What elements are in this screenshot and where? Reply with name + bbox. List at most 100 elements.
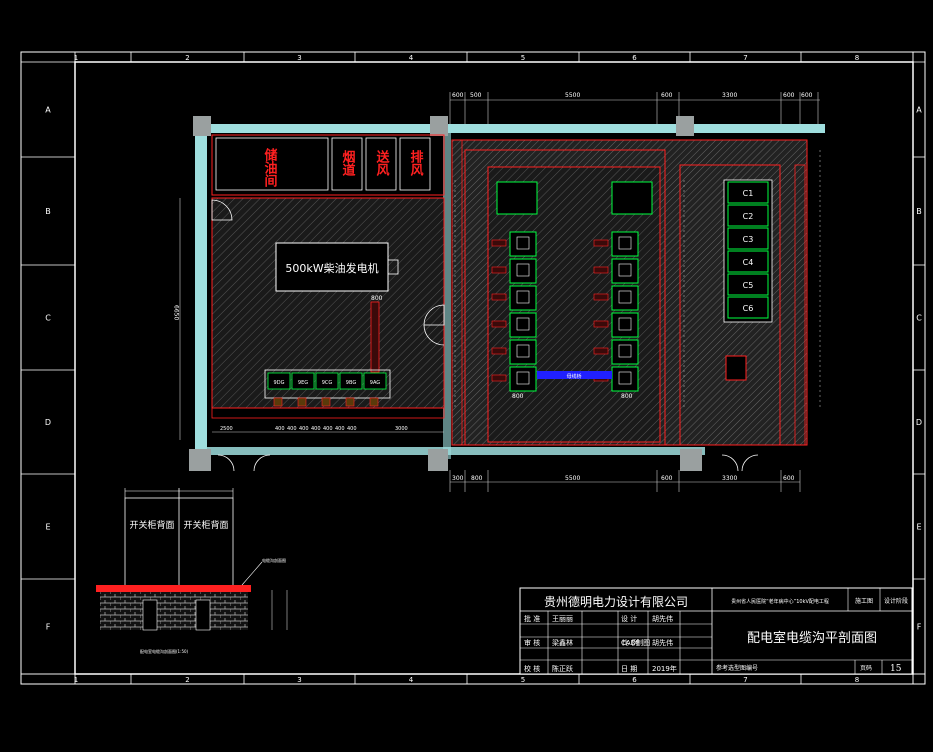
tb-row-value: 胡先伟 <box>652 614 673 623</box>
hv-cabinet <box>509 231 537 257</box>
column-label: 3 <box>297 54 301 62</box>
pillar <box>680 449 702 471</box>
sub-cabinet-label: 9AG <box>370 380 381 386</box>
dim-top-6: 600 <box>783 92 795 99</box>
air-exhaust <box>399 137 431 191</box>
pillar <box>189 449 211 471</box>
sub-cabinet-label: 9EG <box>298 380 308 386</box>
cabinet-cutout <box>516 317 530 331</box>
column-label: 3 <box>297 676 301 684</box>
company-name: 贵州德明电力设计有限公司 <box>544 594 688 609</box>
hv-cabinet <box>509 366 537 392</box>
column-label: 6 <box>632 54 637 62</box>
section-right-label: 开关柜背面 <box>183 519 228 531</box>
stage-right-label: 设计阶段 <box>884 597 908 605</box>
door-swing <box>423 324 445 346</box>
sub-cabinet-label: 9BG <box>346 380 357 386</box>
ref-label: 参考选型图编号 <box>716 664 758 672</box>
sub-cabinet <box>291 372 315 390</box>
capacitor-cabinet <box>727 273 769 296</box>
row-label: A <box>916 106 922 115</box>
hv-cabinet <box>509 339 537 365</box>
capacitor-label: C3 <box>743 235 754 244</box>
cabinet-cutout <box>516 236 530 250</box>
row-label: A <box>45 106 51 115</box>
row-label: F <box>46 623 51 632</box>
row-label: B <box>916 207 922 216</box>
air-intake <box>365 137 397 191</box>
sub-cabinet-label: 9DG <box>274 380 285 386</box>
dim-top-7: 600 <box>801 92 813 99</box>
column-label: 5 <box>521 676 525 684</box>
ratio-label: 比 例 <box>622 638 638 647</box>
section-caption: 配电室电缆沟剖面图(1:50) <box>140 648 189 654</box>
dim-bottom-4: 600 <box>661 475 673 482</box>
section-note: 电缆沟剖面图 <box>262 557 286 563</box>
dim-top-3: 5500 <box>565 92 580 99</box>
cable-pit <box>297 397 307 407</box>
dim-bottom-6: 600 <box>783 475 795 482</box>
cable-pit <box>369 397 379 407</box>
column-label: 1 <box>74 54 78 62</box>
page-label: 页码 <box>860 664 872 672</box>
row-label: F <box>917 623 922 632</box>
capacitor-cabinet <box>727 204 769 227</box>
building-walls <box>189 116 825 471</box>
door-swing <box>423 304 445 326</box>
cabinet-cutout <box>618 317 632 331</box>
cable-pit <box>491 347 507 355</box>
drawing-title: 配电室电缆沟平剖面图 <box>747 630 877 646</box>
column-label: 7 <box>743 676 747 684</box>
dim-generator-bottom: 400 <box>323 426 333 432</box>
tb-row-label: 批 准 <box>524 614 540 623</box>
top-dimension-chain <box>449 92 820 130</box>
tb-row-value: 2019年 <box>652 664 677 673</box>
hv-cabinets-left <box>491 231 537 392</box>
dim-generator-bottom: 2500 <box>220 426 233 432</box>
hv-cabinet <box>611 339 639 365</box>
page-number: 15 <box>890 664 902 674</box>
cable-pit <box>491 293 507 301</box>
generator-label: 500kW柴油发电机 <box>285 261 378 275</box>
cable-pit <box>593 320 609 328</box>
oil-room <box>215 137 329 191</box>
capacitor-cabinet <box>727 250 769 273</box>
hv-cabinet <box>611 366 639 392</box>
dim-cabinet-1: 800 <box>512 393 524 400</box>
sub-cabinet-label: 9CG <box>322 380 333 386</box>
dim-bottom-2: 800 <box>471 475 483 482</box>
tb-row-label: 审 核 <box>524 638 540 647</box>
cable-pit <box>593 347 609 355</box>
column-label: 7 <box>743 54 747 62</box>
capacitor-label: C4 <box>743 258 754 267</box>
dim-bottom-1: 300 <box>452 475 464 482</box>
tb-row-label: 日 期 <box>621 665 637 673</box>
hv-cabinet <box>611 312 639 338</box>
tb-row-label: 设 计 <box>621 614 637 623</box>
double-door <box>217 454 271 472</box>
pillar <box>428 449 448 471</box>
dim-bottom-3: 5500 <box>565 475 580 482</box>
dim-generator-bottom: 400 <box>287 426 297 432</box>
column-label: 2 <box>185 54 189 62</box>
dim-generator-bottom: 400 <box>275 426 285 432</box>
column-label: 4 <box>409 676 414 684</box>
cable-pit <box>593 266 609 274</box>
cabinet-cutout <box>516 371 530 385</box>
capacitor-label: C5 <box>743 281 754 290</box>
busbar-label: 母线桥 <box>566 373 581 380</box>
sub-cabinet <box>363 372 387 390</box>
air-intake-label: 送风 <box>374 149 391 177</box>
tb-row-value: 梁鑫林 <box>552 638 573 647</box>
stage-label: 施工图 <box>855 597 873 605</box>
pillar <box>193 116 211 136</box>
dim-generator-gap: 800 <box>371 295 383 302</box>
dim-generator-bottom: 3000 <box>395 426 408 432</box>
hv-cabinet <box>611 258 639 284</box>
dim-generator-bottom: 400 <box>335 426 345 432</box>
column-label: 2 <box>185 676 189 684</box>
